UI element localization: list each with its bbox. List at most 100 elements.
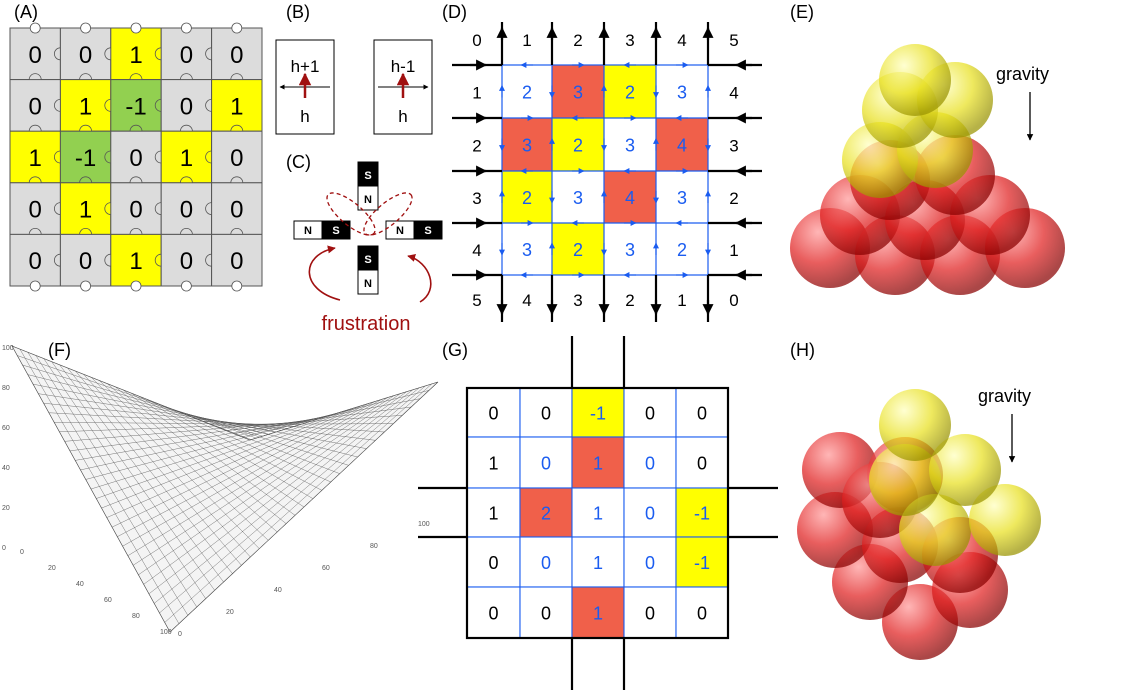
puzzle-piece [211, 182, 263, 235]
lattice-height-value: 3 [573, 188, 583, 208]
puzzle-value: 0 [79, 248, 92, 275]
yellow-sphere [869, 444, 941, 516]
diamond-cell-value: 0 [645, 504, 655, 524]
puzzle-value: 0 [180, 197, 193, 224]
sphere-pile-e [790, 44, 1065, 295]
diamond-cell-value: 1 [488, 454, 498, 474]
puzzle-piece [110, 79, 162, 132]
z-axis-tick: 60 [2, 425, 10, 432]
puzzle-value: 1 [129, 42, 142, 69]
diamond-cell-value: 1 [488, 504, 498, 524]
magnet-left-south [321, 220, 351, 240]
height-box-right-bottom: h [398, 107, 407, 126]
lattice-top-label: 4 [677, 31, 686, 50]
puzzle-piece [160, 233, 213, 287]
diamond-cell [623, 487, 677, 538]
magnet-right-north-label: N [396, 225, 404, 237]
puzzle-value: -1 [125, 93, 146, 120]
lattice-left-label: 3 [472, 189, 481, 208]
surface-outline [11, 345, 439, 633]
puzzle-piece [59, 79, 112, 132]
diamond-cell [519, 487, 573, 538]
surface-grid-line [154, 387, 420, 604]
panel-c-magnets: (C) S N N S N S S N frustration [286, 152, 443, 335]
diamond-cell [466, 387, 521, 438]
gravity-label-h: gravity [978, 386, 1031, 406]
magnet-right-south [413, 220, 443, 240]
lattice-right-label: 3 [729, 137, 738, 156]
panel-b-label: (B) [286, 2, 310, 22]
diamond-cell-value: 0 [645, 404, 655, 424]
diamond-cell [571, 586, 625, 639]
lattice-height-value: 4 [625, 188, 635, 208]
panel-f-label: (F) [48, 340, 71, 360]
lattice-top-label: 0 [472, 31, 481, 50]
lattice-height-value: 2 [522, 83, 532, 103]
lattice-top-label: 3 [625, 31, 634, 50]
puzzle-edge-knob [180, 280, 192, 292]
panel-c-label: (C) [286, 152, 311, 172]
diamond-cell-value: 0 [697, 454, 707, 474]
puzzle-value: 1 [230, 93, 243, 120]
lattice-top-label: 1 [522, 31, 531, 50]
puzzle-edge-knob [130, 22, 142, 34]
lattice-left-label: 1 [472, 84, 481, 103]
puzzle-edge-knob [231, 280, 243, 292]
lattice-cell [552, 65, 604, 118]
lattice-height-value: 2 [573, 136, 583, 156]
lattice-bottom-label: 4 [522, 291, 531, 310]
x-axis-tick: 100 [160, 629, 172, 636]
diamond-cell-value: 0 [541, 454, 551, 474]
x-axis-tick: 80 [132, 613, 140, 620]
lattice-cell [502, 118, 552, 171]
surface-grid-line [148, 389, 414, 595]
magnet-bottom-north-label: N [364, 278, 372, 290]
diamond-cell-value: 1 [593, 454, 603, 474]
yellow-sphere [879, 44, 951, 116]
y-axis-tick: 20 [226, 609, 234, 616]
puzzle-value: 1 [79, 197, 92, 224]
magnet-top-north [357, 185, 379, 211]
puzzle-value: 0 [230, 145, 243, 172]
lattice-bottom-label: 1 [677, 291, 686, 310]
puzzle-piece [211, 233, 263, 287]
puzzle-edge-knob [29, 280, 41, 292]
panel-h-label: (H) [790, 340, 815, 360]
x-axis-tick: 0 [20, 549, 24, 556]
lattice-height-value: 3 [573, 83, 583, 103]
diamond-cell [675, 487, 729, 538]
frustration-arrow-right [407, 254, 432, 303]
puzzle-piece [160, 182, 213, 235]
z-axis-tick: 20 [2, 505, 10, 512]
yellow-sphere [879, 389, 951, 461]
puzzle-edge-knob [80, 22, 91, 34]
sphere-pile-h [797, 389, 1041, 660]
puzzle-value: 0 [29, 248, 42, 275]
frustration-arrow-left [308, 245, 341, 301]
panel-e-label: (E) [790, 2, 814, 22]
diamond-cell-value: 0 [541, 604, 551, 624]
lattice-cell [656, 118, 708, 171]
magnet-top-south-label: S [364, 170, 371, 182]
height-box-right-top: h-1 [391, 57, 416, 76]
lattice-left-label: 4 [472, 241, 481, 260]
puzzle-piece [211, 79, 263, 132]
lattice-bottom-label: 3 [573, 291, 582, 310]
puzzle-value: 0 [180, 42, 193, 69]
puzzle-value: 0 [79, 42, 92, 69]
lattice-height-value: 3 [522, 136, 532, 156]
diamond-cell-value: -1 [694, 553, 710, 573]
puzzle-piece [9, 130, 61, 184]
lattice-cell [604, 65, 656, 118]
diamond-cell [571, 387, 625, 438]
lattice-right-label: 1 [729, 241, 738, 260]
panel-g-label: (G) [442, 340, 468, 360]
puzzle-value: 1 [79, 93, 92, 120]
lattice-cell [502, 171, 552, 223]
diamond-cell-value: 0 [488, 404, 498, 424]
